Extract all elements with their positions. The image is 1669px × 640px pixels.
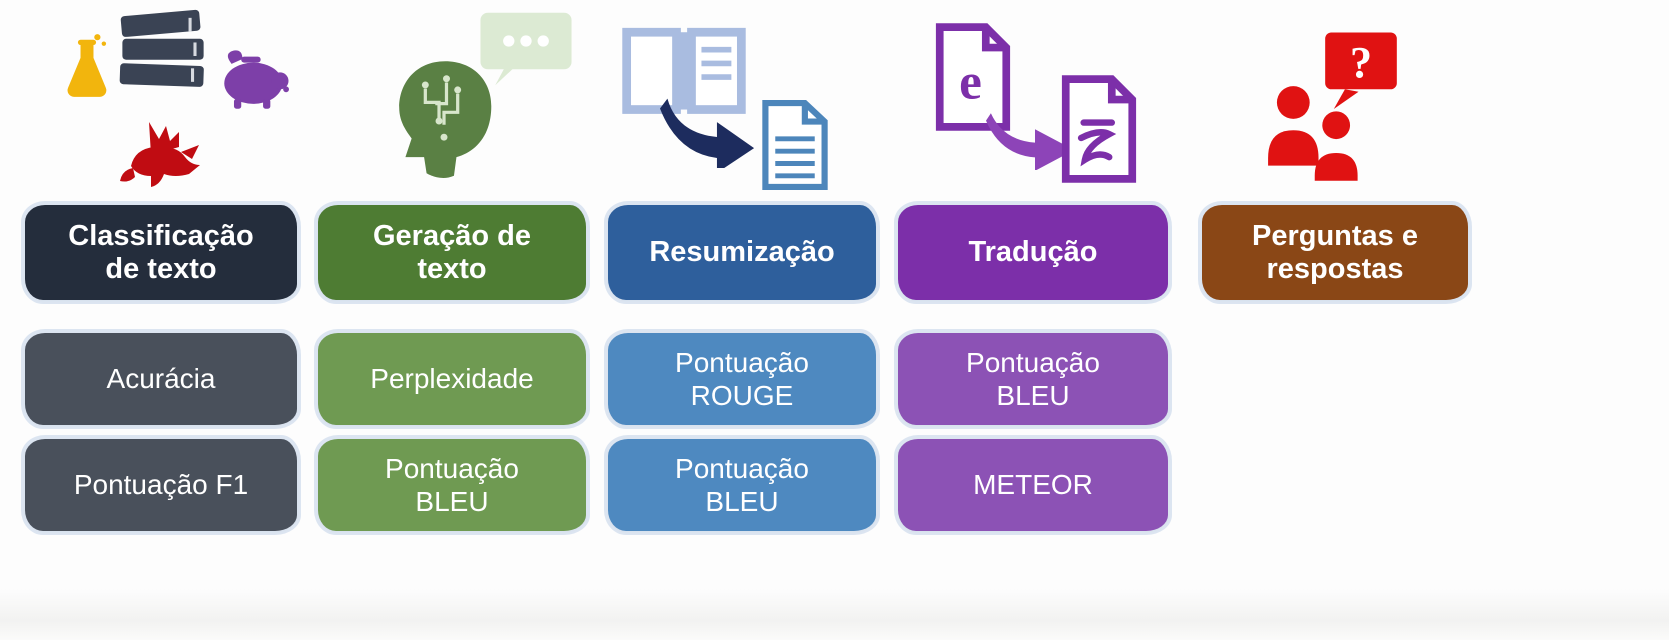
- task-header-translation: Tradução: [898, 205, 1168, 300]
- column-text-generation: Geração de texto Perplexidade Pontuação …: [318, 0, 586, 531]
- column-text-classification: Classificação de texto Acurácia Pontuaçã…: [25, 0, 297, 531]
- task-header-summarization: Resumização: [608, 205, 876, 300]
- metric-label: Perplexidade: [370, 363, 534, 395]
- task-header-text-classification: Classificação de texto: [25, 205, 297, 300]
- icon-area-translation: e: [898, 0, 1168, 205]
- metric-pill-perplexity: Perplexidade: [318, 333, 586, 425]
- speech-bubble-icon: [478, 10, 574, 93]
- task-title: Perguntas e respostas: [1252, 220, 1418, 285]
- piggy-bank-icon: [217, 48, 297, 115]
- document-letter-icon: e: [932, 22, 1014, 137]
- column-question-answering: ? Perguntas e respostas: [1202, 0, 1468, 300]
- metric-label: Pontuação F1: [73, 469, 249, 501]
- document-translated-icon: [1058, 74, 1140, 189]
- column-translation: e Tradução: [898, 0, 1168, 531]
- metric-label: Acurácia: [106, 363, 216, 395]
- document-icon: [758, 98, 832, 197]
- metric-pill-bleu-score: Pontuação BLEU: [608, 439, 876, 531]
- metric-label: METEOR: [973, 469, 1093, 501]
- task-header-text-generation: Geração de texto: [318, 205, 586, 300]
- task-header-question-answering: Perguntas e respostas: [1202, 205, 1468, 300]
- icon-area-text-generation: [318, 0, 586, 205]
- icon-area-question-answering: ?: [1202, 0, 1468, 205]
- question-bubble-icon: ?: [1320, 30, 1402, 119]
- metric-label: Pontuação ROUGE: [675, 346, 809, 411]
- task-title: Geração de texto: [373, 220, 531, 285]
- task-title: Classificação de texto: [68, 220, 254, 285]
- head-circuit-icon: [388, 58, 500, 199]
- metric-label: Pontuação BLEU: [385, 452, 519, 517]
- people-icon: [1258, 72, 1374, 191]
- metric-label: Pontuação BLEU: [966, 346, 1100, 411]
- open-book-icon: [620, 26, 748, 127]
- metric-pill-bleu-score: Pontuação BLEU: [318, 439, 586, 531]
- task-title: Resumização: [649, 236, 835, 269]
- metric-pill-bleu-score: Pontuação BLEU: [898, 333, 1168, 425]
- metric-pill-meteor: METEOR: [898, 439, 1168, 531]
- letter-e-glyph: e: [959, 54, 982, 111]
- dragon-icon: [119, 116, 205, 199]
- curved-arrow-icon: [660, 96, 764, 173]
- task-title: Tradução: [968, 236, 1098, 269]
- books-icon: [111, 8, 215, 109]
- arrow-icon: [986, 108, 1084, 175]
- metric-pill-accuracy: Acurácia: [25, 333, 297, 425]
- icon-area-text-classification: [25, 0, 297, 205]
- metric-pill-rouge-score: Pontuação ROUGE: [608, 333, 876, 425]
- metric-label: Pontuação BLEU: [675, 452, 809, 517]
- column-summarization: Resumização Pontuação ROUGE Pontuação BL…: [608, 0, 876, 531]
- icon-area-summarization: [608, 0, 876, 205]
- metric-pill-f1-score: Pontuação F1: [25, 439, 297, 531]
- question-mark-glyph: ?: [1350, 37, 1372, 87]
- flask-icon: [61, 32, 113, 107]
